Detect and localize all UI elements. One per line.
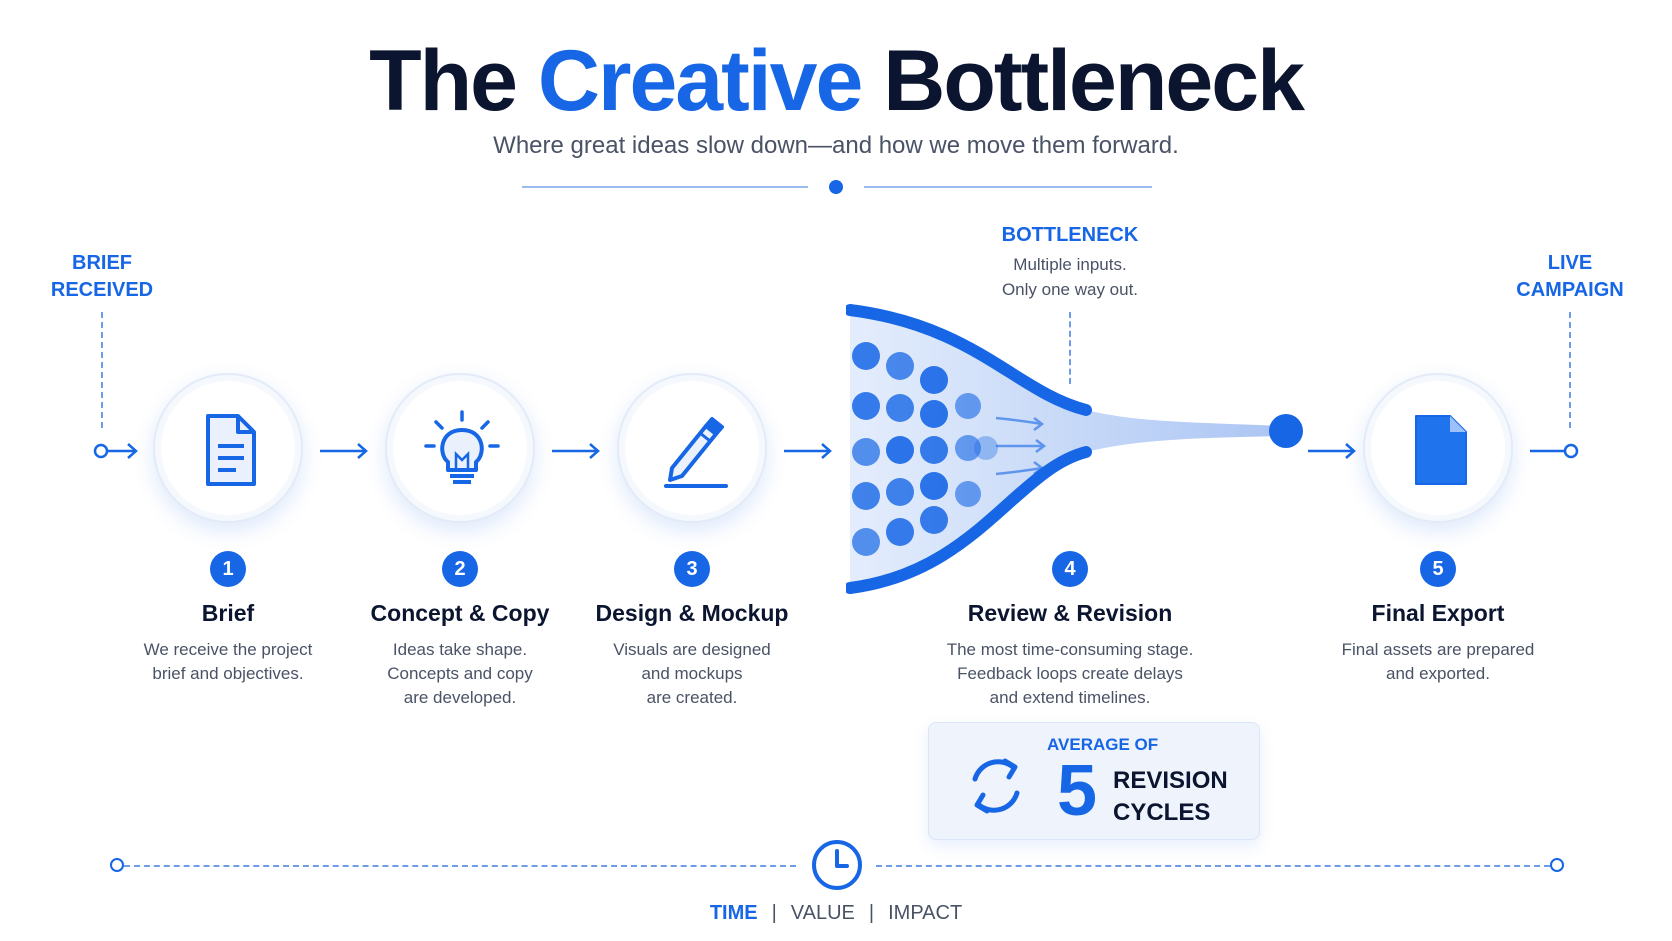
step-1-desc: We receive the project brief and objecti…	[88, 638, 368, 686]
bottleneck-connector	[1069, 312, 1071, 384]
step-4-title: Review & Revision	[967, 600, 1173, 626]
bottleneck-line-1: Multiple inputs.	[1013, 255, 1127, 274]
arrow-1-2	[320, 443, 368, 459]
step-2-title: Concept & Copy	[370, 600, 550, 626]
title-part-2: Bottleneck	[883, 33, 1305, 129]
title-accent: Creative	[537, 33, 863, 129]
footer-separator-2: |	[868, 902, 875, 924]
step-5-number: 5	[1420, 551, 1456, 587]
step-4-desc-line-1: The most time-consuming stage.	[946, 640, 1194, 659]
header-divider-dot	[829, 180, 843, 194]
step-2-number: 2	[442, 551, 478, 587]
input-dots	[852, 342, 998, 556]
step-3-desc: Visuals are designed and mockups are cre…	[552, 638, 832, 710]
step-5-title: Final Export	[1371, 600, 1505, 626]
bottleneck-line-2: Only one way out.	[1001, 280, 1139, 299]
step-5-circle	[1363, 373, 1513, 523]
step-3-desc-line-3: are created.	[646, 688, 738, 707]
end-arrow	[1530, 443, 1579, 459]
funnel-icon	[846, 304, 1303, 594]
timeline-line-left	[124, 865, 796, 867]
step-1-desc-line-2: brief and objectives.	[152, 664, 304, 683]
end-label-line-2: CAMPAIGN	[1516, 279, 1624, 301]
end-label-line-1: LIVE	[1547, 252, 1593, 274]
start-label-line-2: RECEIVED	[50, 279, 154, 301]
start-label: BRIEF RECEIVED	[36, 250, 168, 304]
step-4-desc: The most time-consuming stage. Feedback …	[920, 638, 1220, 710]
clock-icon	[812, 840, 862, 890]
step-3-circle	[617, 373, 767, 523]
footer-impact: IMPACT	[888, 902, 963, 924]
timeline-line-right	[876, 865, 1550, 867]
end-connector	[1569, 312, 1571, 428]
revision-stat-card: AVERAGE OF 5 REVISION CYCLES	[928, 722, 1260, 840]
start-label-line-1: BRIEF	[72, 252, 132, 274]
arrow-2-3	[552, 443, 600, 459]
footer-tagline: TIME | VALUE | IMPACT	[0, 902, 1672, 925]
arrow-4-5	[1308, 443, 1356, 459]
stat-number: 5	[1057, 751, 1098, 831]
step-1-number: 1	[210, 551, 246, 587]
end-label: LIVE CAMPAIGN	[1504, 250, 1636, 304]
step-2-circle	[385, 373, 535, 523]
step-1-desc-line-1: We receive the project	[143, 640, 313, 659]
timeline-start-node	[110, 858, 124, 872]
pencil-icon	[664, 417, 728, 488]
timeline-end-node	[1550, 858, 1564, 872]
footer-time: TIME	[709, 902, 758, 924]
step-1-title: Brief	[201, 600, 255, 626]
step-5-desc: Final assets are prepared and exported.	[1298, 638, 1578, 686]
step-4-desc-line-3: and extend timelines.	[989, 688, 1151, 707]
lightbulb-icon	[424, 410, 500, 484]
start-arrow	[93, 443, 138, 459]
step-2-desc-line-1: Ideas take shape.	[392, 640, 528, 659]
page-subtitle: Where great ideas slow down—and how we m…	[493, 132, 1179, 159]
file-icon	[1415, 415, 1467, 485]
step-5-desc-line-2: and exported.	[1386, 664, 1490, 683]
footer-value: VALUE	[790, 902, 855, 924]
start-connector	[101, 312, 103, 428]
stat-heading: AVERAGE OF	[1047, 735, 1159, 754]
page-title: The Creative Bottleneck	[0, 34, 1672, 129]
document-icon	[206, 414, 256, 486]
step-3-desc-line-1: Visuals are designed	[613, 640, 771, 659]
step-3-desc-line-2: and mockups	[641, 664, 743, 683]
step-4-number: 4	[1052, 551, 1088, 587]
bottleneck-label: BOTTLENECK	[1001, 224, 1139, 246]
header-divider-left	[522, 186, 808, 188]
arrow-3-4	[784, 443, 832, 459]
step-5-desc-line-1: Final assets are prepared	[1341, 640, 1535, 659]
refresh-cycle-icon	[972, 758, 1020, 814]
step-3-number: 3	[674, 551, 710, 587]
header-divider-right	[864, 186, 1152, 188]
step-3-title: Design & Mockup	[595, 600, 789, 626]
step-4-desc-line-2: Feedback loops create delays	[957, 664, 1183, 683]
stat-text-line-2: CYCLES	[1113, 799, 1211, 826]
step-2-desc: Ideas take shape. Concepts and copy are …	[320, 638, 600, 710]
stat-text-line-1: REVISION	[1113, 767, 1228, 794]
step-2-desc-line-3: are developed.	[403, 688, 517, 707]
title-part-1: The	[369, 33, 518, 129]
step-2-desc-line-2: Concepts and copy	[387, 664, 533, 683]
step-1-circle	[153, 373, 303, 523]
footer-separator-1: |	[771, 902, 777, 924]
